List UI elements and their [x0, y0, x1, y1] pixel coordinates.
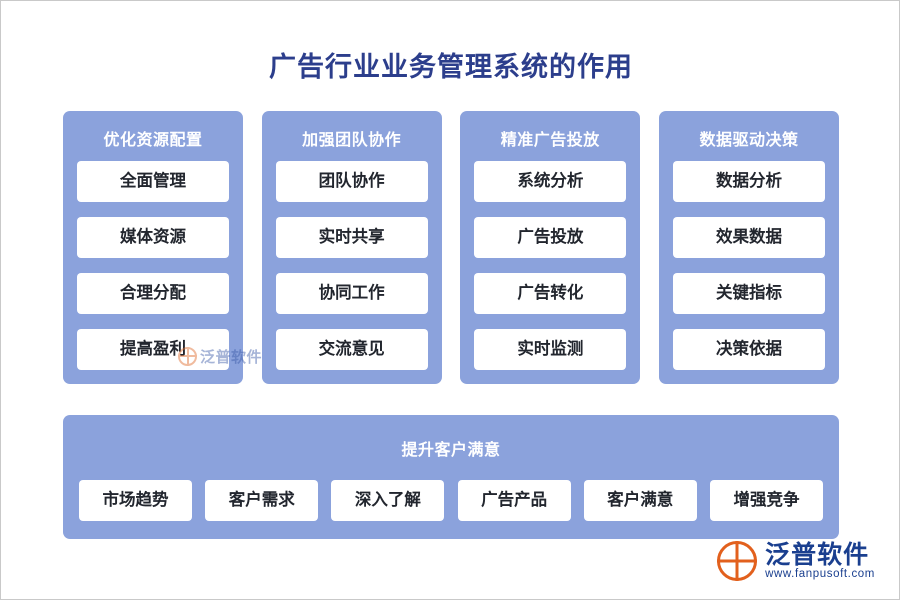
column-item[interactable]: 关键指标 — [672, 273, 825, 314]
column-item[interactable]: 媒体资源 — [77, 217, 229, 258]
bottom-panel-header: 提升客户满意 — [401, 442, 501, 459]
column-item[interactable]: 决策依据 — [672, 329, 825, 370]
brand-logo: 泛普软件 www.fanpusoft.com — [717, 541, 875, 581]
column-item[interactable]: 实时共享 — [275, 217, 428, 258]
brand-name: 泛普软件 — [765, 540, 870, 569]
column-header: 加强团队协作 — [302, 132, 402, 149]
column-item[interactable]: 提高盈利 — [77, 329, 229, 370]
brand-url: www.fanpusoft.com — [765, 568, 875, 581]
bottom-item[interactable]: 增强竞争 — [709, 480, 823, 521]
column-optimize-resources: 优化资源配置 全面管理 媒体资源 合理分配 提高盈利 — [63, 111, 243, 384]
column-item[interactable]: 广告投放 — [474, 217, 627, 258]
globe-icon — [717, 541, 758, 581]
bottom-panel-customer-satisfaction: 提升客户满意 市场趋势 客户需求 深入了解 广告产品 客户满意 增强竞争 — [63, 415, 839, 539]
bottom-item[interactable]: 客户满意 — [583, 480, 697, 521]
column-item[interactable]: 协同工作 — [275, 273, 428, 314]
column-header: 数据驱动决策 — [699, 132, 799, 149]
column-item[interactable]: 广告转化 — [474, 273, 627, 314]
column-team-collaboration: 加强团队协作 团队协作 实时共享 协同工作 交流意见 — [261, 111, 442, 384]
column-item[interactable]: 合理分配 — [77, 273, 229, 314]
column-header: 精准广告投放 — [500, 132, 600, 149]
brand-logo-text: 泛普软件 www.fanpusoft.com — [765, 540, 875, 581]
bottom-item[interactable]: 客户需求 — [205, 480, 319, 521]
column-data-driven-decisions: 数据驱动决策 数据分析 效果数据 关键指标 决策依据 — [658, 111, 839, 384]
column-precise-advertising: 精准广告投放 系统分析 广告投放 广告转化 实时监测 — [460, 111, 641, 384]
bottom-item[interactable]: 深入了解 — [331, 480, 445, 521]
bottom-items-row: 市场趋势 客户需求 深入了解 广告产品 客户满意 增强竞争 — [79, 480, 823, 521]
bottom-item[interactable]: 广告产品 — [457, 480, 571, 521]
page-title: 广告行业业务管理系统的作用 — [269, 52, 633, 82]
bottom-item[interactable]: 市场趋势 — [79, 480, 192, 521]
column-item[interactable]: 系统分析 — [474, 161, 627, 202]
column-header: 优化资源配置 — [103, 132, 203, 149]
column-item[interactable]: 交流意见 — [275, 329, 428, 370]
column-item[interactable]: 团队协作 — [275, 161, 428, 202]
column-item[interactable]: 数据分析 — [672, 161, 825, 202]
column-item[interactable]: 实时监测 — [474, 329, 627, 370]
columns-container: 优化资源配置 全面管理 媒体资源 合理分配 提高盈利 加强团队协作 团队协作 实… — [63, 111, 839, 384]
column-item[interactable]: 效果数据 — [672, 217, 825, 258]
column-item[interactable]: 全面管理 — [77, 161, 229, 202]
